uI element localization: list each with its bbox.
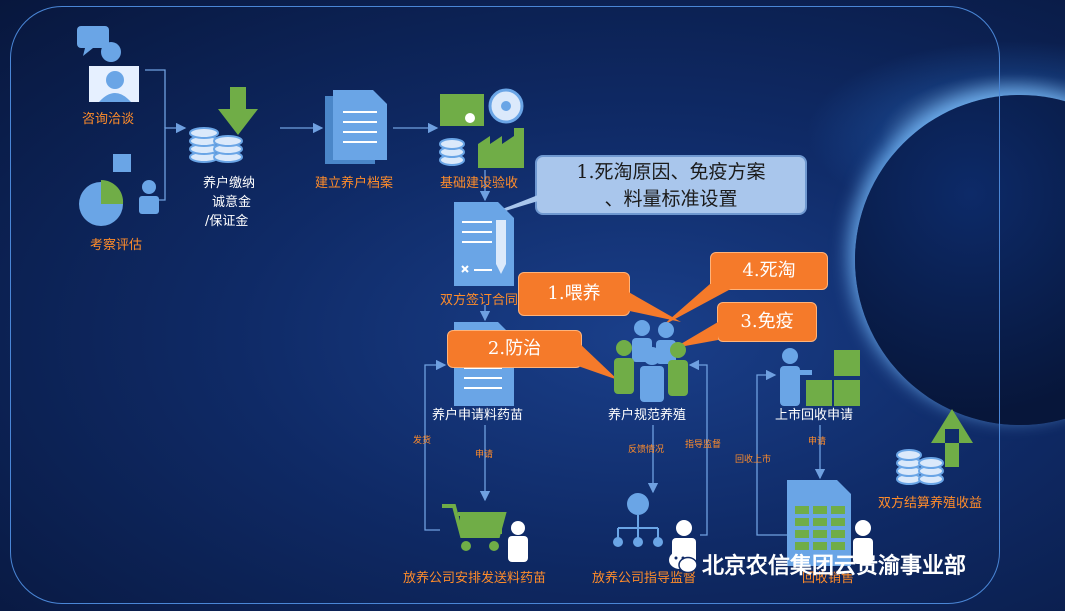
rounded-frame — [10, 6, 1000, 604]
setup-callout-line1: 1.死淘原因、免疫方案 — [576, 161, 766, 183]
prevent-callout: 2.防治 — [447, 330, 582, 368]
contract-label: 双方签订合同 — [440, 293, 519, 308]
vaccine-callout-tail — [674, 322, 718, 348]
deposit-label-3: /保证金 — [205, 214, 249, 229]
factory-certificate-icon — [439, 88, 524, 168]
company-feed-label: 放养公司安排发送料药苗 — [403, 571, 547, 586]
deposit-label-2: 诚意金 — [212, 195, 252, 210]
archive-label: 建立养户档案 — [315, 176, 394, 191]
feed-callout: 1.喂养 — [518, 272, 630, 316]
farmers-group-icon — [614, 320, 688, 402]
shopping-cart-icon — [442, 504, 528, 562]
ship-edge-label: 发货 — [413, 436, 432, 446]
recycle-edge-label: 回收上市 — [735, 455, 772, 465]
feed-callout-text: 1.喂养 — [547, 283, 601, 304]
apply-edge-label-2: 申请 — [808, 437, 827, 447]
wechat-icon — [669, 551, 698, 574]
setup-callout: 1.死淘原因、免疫方案 、料量标准设置 — [535, 155, 807, 215]
prevent-callout-text: 2.防治 — [487, 338, 542, 359]
prevent-callout-tail — [578, 342, 618, 380]
watermark-text: 北京农信集团云贵渝事业部 — [702, 554, 967, 579]
consult-person-icon — [77, 26, 139, 102]
inspect-chart-icon — [79, 154, 159, 226]
consult-label: 咨询洽谈 — [82, 112, 135, 127]
company-guide-label: 放养公司指导监督 — [592, 571, 697, 586]
deposit-coins-icon — [189, 87, 258, 163]
settlement-coins-icon — [896, 409, 973, 485]
sales-sheet-icon — [787, 480, 873, 566]
market-apply-label: 上市回收申请 — [775, 408, 854, 423]
feed-callout-tail — [625, 290, 681, 322]
apply-feed-label: 养户申请料药苗 — [432, 408, 524, 423]
feedback-edge-label: 反馈情况 — [628, 445, 665, 455]
vaccine-callout-text: 3.免疫 — [740, 311, 794, 332]
inspect-label: 考察评估 — [90, 238, 143, 253]
death-callout-text: 4.死淘 — [742, 260, 796, 281]
recycle-sale-label: 回收销售 — [802, 571, 855, 586]
death-callout-tail — [662, 284, 740, 326]
infra-label: 基础建设验收 — [440, 176, 519, 191]
setup-callout-line2: 、料量标准设置 — [604, 188, 738, 210]
document-stack-icon — [325, 90, 387, 164]
market-boxes-icon — [780, 348, 860, 406]
vaccine-callout: 3.免疫 — [717, 302, 817, 342]
deposit-label-1: 养户缴纳 — [203, 176, 256, 191]
contract-pen-icon — [454, 202, 514, 286]
standard-farm-label: 养户规范养殖 — [608, 408, 687, 423]
guide-edge-label: 指导监督 — [685, 440, 722, 450]
death-callout: 4.死淘 — [710, 252, 828, 290]
settle-label: 双方结算养殖收益 — [878, 496, 983, 511]
apply-edge-label-1: 申请 — [475, 450, 494, 460]
